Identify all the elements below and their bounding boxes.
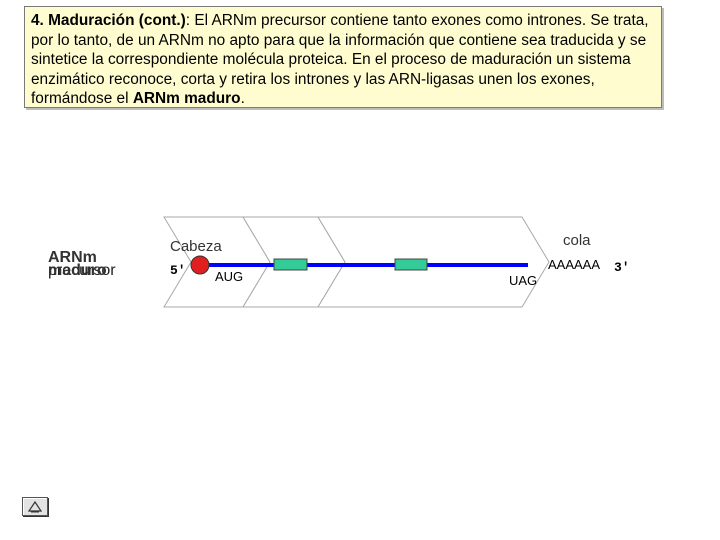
polya-label: AAAAAA [548, 257, 600, 272]
home-arrow-icon [28, 500, 42, 512]
info-emphasis: ARNm maduro [132, 90, 241, 108]
exon-block-1 [273, 258, 308, 271]
info-heading: 4. Maduración (cont.) [31, 12, 186, 29]
arnm-label-line1: ARNm [48, 249, 97, 266]
info-text: : El ARNm precursor contiene tanto exone… [31, 12, 649, 108]
home-button[interactable] [22, 497, 48, 516]
arnm-label-precursor: precursor [48, 262, 116, 279]
five-prime-label: 5' [170, 263, 186, 278]
aug-label: AUG [215, 269, 243, 284]
info-textbox: 4. Maduración (cont.): El ARNm precursor… [24, 6, 662, 108]
chevron-outline-3 [317, 216, 550, 308]
cabeza-label: Cabeza [170, 238, 222, 255]
three-prime-label: 3' [614, 260, 630, 275]
arnm-label-maduro: maduro [48, 262, 107, 279]
cap-circle [190, 255, 210, 275]
info-text-end: . [240, 90, 245, 108]
uag-label: UAG [509, 273, 537, 288]
cola-label: cola [563, 232, 591, 249]
exon-block-2 [394, 258, 428, 271]
